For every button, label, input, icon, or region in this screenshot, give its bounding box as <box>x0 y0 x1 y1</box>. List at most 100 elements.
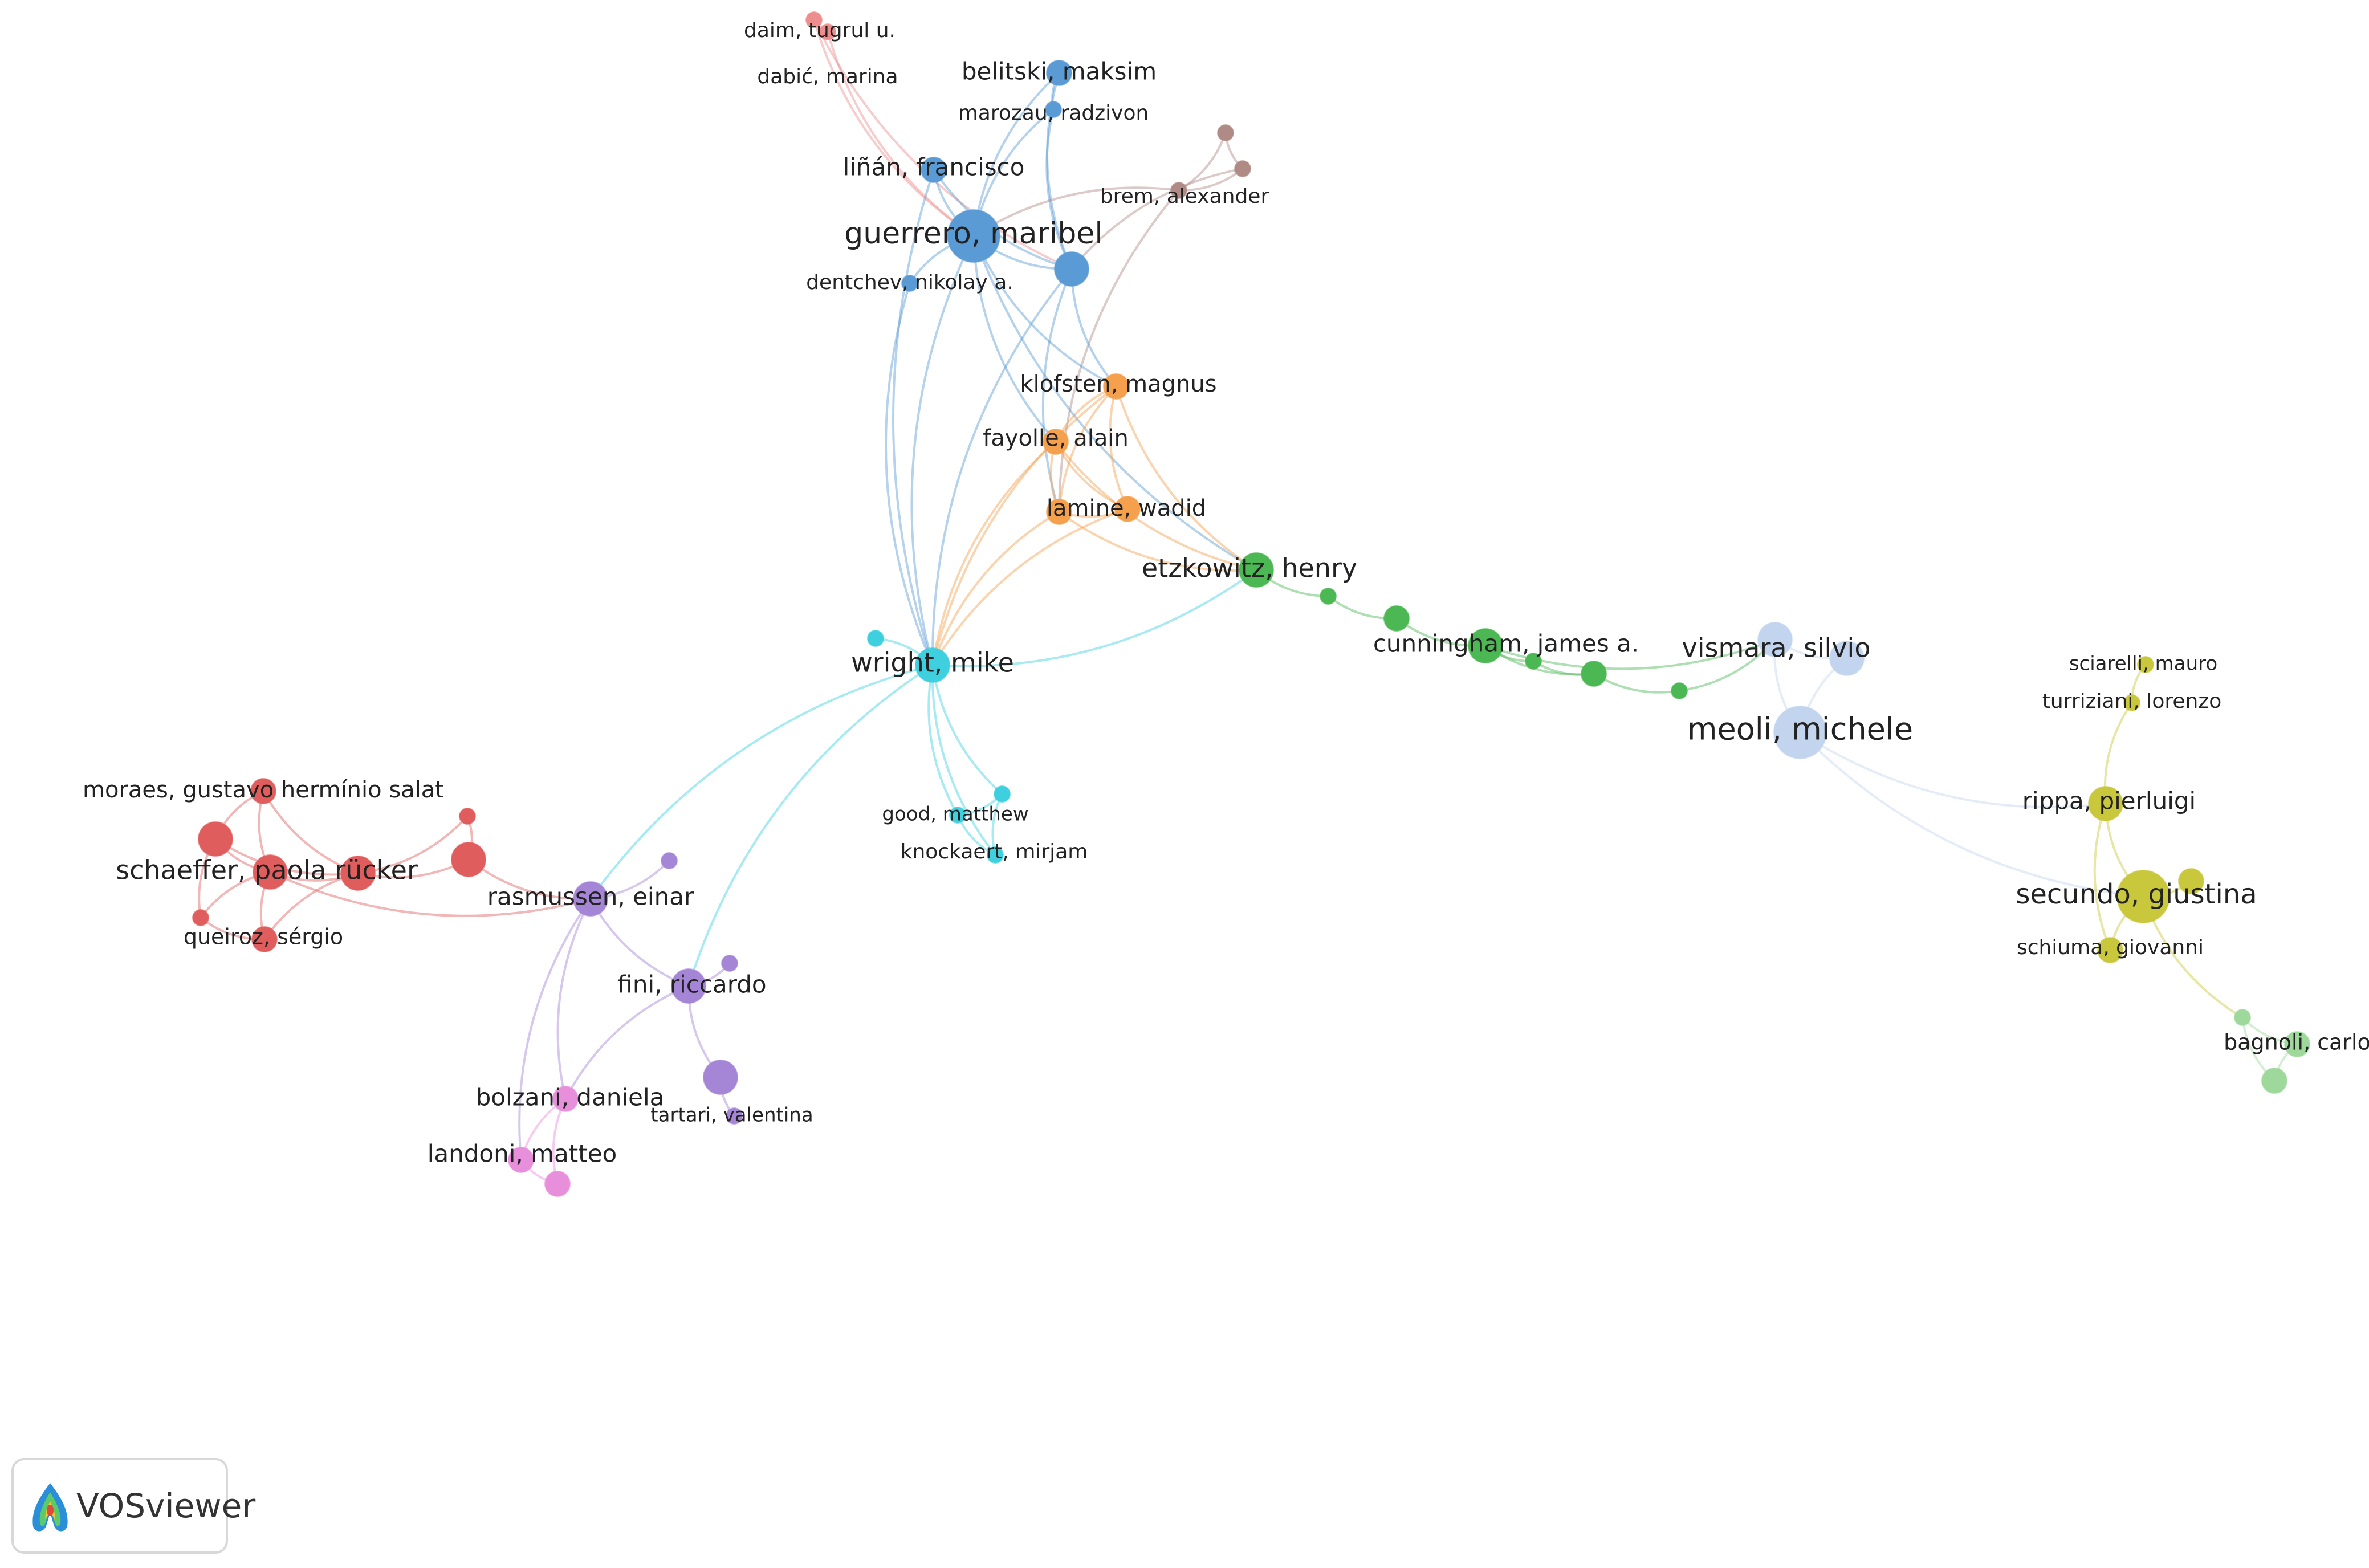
node-green5[interactable] <box>1525 653 1542 670</box>
link-linan-wright <box>892 169 935 666</box>
node-daim[interactable] <box>805 11 823 28</box>
node-knockaert[interactable] <box>987 846 1004 864</box>
node-marozau[interactable] <box>1045 101 1062 118</box>
link-orange4-wright <box>931 508 1128 666</box>
node-label-schaeffer: schaeffer, paola rücker <box>116 855 418 886</box>
node-belitski[interactable] <box>1046 60 1072 86</box>
link-brem-guerrero <box>972 186 1179 237</box>
link-wright-good <box>927 665 959 816</box>
node-green2[interactable] <box>1320 588 1337 605</box>
node-cunningham[interactable] <box>1468 628 1503 663</box>
node-vismara[interactable] <box>1757 622 1793 657</box>
node-cyan2[interactable] <box>867 630 884 647</box>
node-lb2[interactable] <box>1829 641 1865 676</box>
node-orange4[interactable] <box>1114 496 1141 522</box>
node-green3[interactable] <box>1383 605 1410 632</box>
node-blue2[interactable] <box>1054 251 1089 287</box>
node-klofsten[interactable] <box>1103 373 1129 400</box>
link-guerrero-etzkowitz <box>972 235 1257 571</box>
node-linan[interactable] <box>921 157 947 183</box>
node-dabic[interactable] <box>819 23 836 40</box>
link-wright-knockaert <box>931 665 996 856</box>
vosviewer-logo-text: VOSviewer <box>76 1486 256 1525</box>
node-bagnoli[interactable] <box>2284 1031 2310 1057</box>
node-lamine[interactable] <box>1046 499 1072 525</box>
node-label-bagnoli: bagnoli, carlo <box>2224 1030 2369 1055</box>
node-green6[interactable] <box>1581 661 1607 687</box>
link-dabic-guerrero <box>827 31 975 237</box>
node-purple2[interactable] <box>661 852 678 869</box>
node-label-rasmussen: rasmussen, einar <box>487 883 694 911</box>
node-label-tartari: tartari, valentina <box>650 1104 813 1127</box>
link-wright-etzkowitz <box>932 569 1257 667</box>
node-label-etzkowitz: etzkowitz, henry <box>1142 553 1357 584</box>
link-wright-rasmussen <box>589 664 933 900</box>
link-green6-green7 <box>1593 673 1680 694</box>
node-label-fini: fini, riccardo <box>617 971 766 999</box>
node-label-cunningham: cunningham, james a. <box>1373 630 1639 658</box>
node-schaeffer[interactable] <box>253 854 288 890</box>
node-guerrero[interactable] <box>947 209 1000 263</box>
node-label-good: good, matthew <box>882 803 1028 826</box>
link-belitski-blue2 <box>1046 72 1073 270</box>
node-turriziani[interactable] <box>2123 694 2140 711</box>
node-brem[interactable] <box>1170 182 1187 199</box>
vosviewer-logo[interactable]: VOSviewer <box>11 1458 255 1554</box>
node-label-marozau: marozau, radzivon <box>958 101 1149 125</box>
node-rasmussen[interactable] <box>573 881 608 917</box>
link-rasmussen-landoni <box>518 898 592 1160</box>
link-daim-blue2 <box>813 19 1072 270</box>
link-fayolle-etzkowitz <box>1055 441 1257 571</box>
node-label-sciarelli: sciarelli, mauro <box>2069 653 2217 675</box>
link-blue2-lamine <box>1041 268 1073 512</box>
node-bolzani[interactable] <box>552 1086 579 1112</box>
node-secundo[interactable] <box>2116 870 2170 923</box>
node-pink3[interactable] <box>544 1171 571 1197</box>
node-fini[interactable] <box>671 968 706 1004</box>
node-label-klofsten: klofsten, magnus <box>1020 371 1216 397</box>
node-moraes[interactable] <box>250 778 276 804</box>
node-label-linan: liñán, francisco <box>843 153 1025 181</box>
node-label-daim: daim, tugrul u. <box>744 19 896 42</box>
node-tartari[interactable] <box>726 1107 743 1125</box>
link-klofsten-orange4 <box>1109 386 1129 510</box>
node-lg1[interactable] <box>2234 1009 2251 1026</box>
node-label-belitski: belitski, maksim <box>962 58 1157 85</box>
link-meoli-secundo <box>1799 731 2144 898</box>
node-red4[interactable] <box>340 856 376 891</box>
node-meoli[interactable] <box>1773 706 1827 759</box>
node-red5[interactable] <box>192 909 209 926</box>
node-purple4[interactable] <box>721 955 738 972</box>
node-label-moraes: moraes, gustavo hermínio salat <box>83 777 444 803</box>
node-rippa[interactable] <box>2088 786 2123 821</box>
node-green7[interactable] <box>1671 682 1688 699</box>
link-lamine-etzkowitz <box>1058 511 1257 572</box>
node-red2[interactable] <box>198 821 233 857</box>
node-cyan4[interactable] <box>994 785 1011 803</box>
node-sciarelli[interactable] <box>2137 656 2154 673</box>
node-etzkowitz[interactable] <box>1239 552 1274 588</box>
node-dentchev[interactable] <box>901 275 918 292</box>
node-label-queiroz: queiroz, sérgio <box>184 924 343 950</box>
link-brown2-blue2 <box>1070 168 1243 270</box>
node-label-wright: wright, mike <box>851 647 1014 678</box>
node-fayolle[interactable] <box>1043 429 1069 455</box>
node-label-dabic: dabić, marina <box>757 65 898 88</box>
node-label-landoni: landoni, matteo <box>428 1140 617 1168</box>
node-schiuma[interactable] <box>2097 937 2123 963</box>
link-guerrero-fayolle <box>972 235 1057 443</box>
label-layer: daim, tugrul u. dabić, marina belitski, ma… <box>83 19 2369 1168</box>
node-purple5[interactable] <box>703 1060 738 1095</box>
node-yellow5[interactable] <box>2178 868 2204 894</box>
node-good[interactable] <box>949 807 966 824</box>
node-brown1[interactable] <box>1217 124 1234 141</box>
node-landoni[interactable] <box>508 1147 534 1173</box>
node-red6[interactable] <box>451 842 486 877</box>
link-daim-guerrero <box>813 19 975 237</box>
node-brown2[interactable] <box>1234 160 1251 177</box>
node-red7[interactable] <box>459 808 476 825</box>
node-layer <box>192 11 2310 1197</box>
node-queiroz[interactable] <box>251 926 278 952</box>
node-wright[interactable] <box>915 647 950 683</box>
node-lg3[interactable] <box>2261 1068 2287 1094</box>
